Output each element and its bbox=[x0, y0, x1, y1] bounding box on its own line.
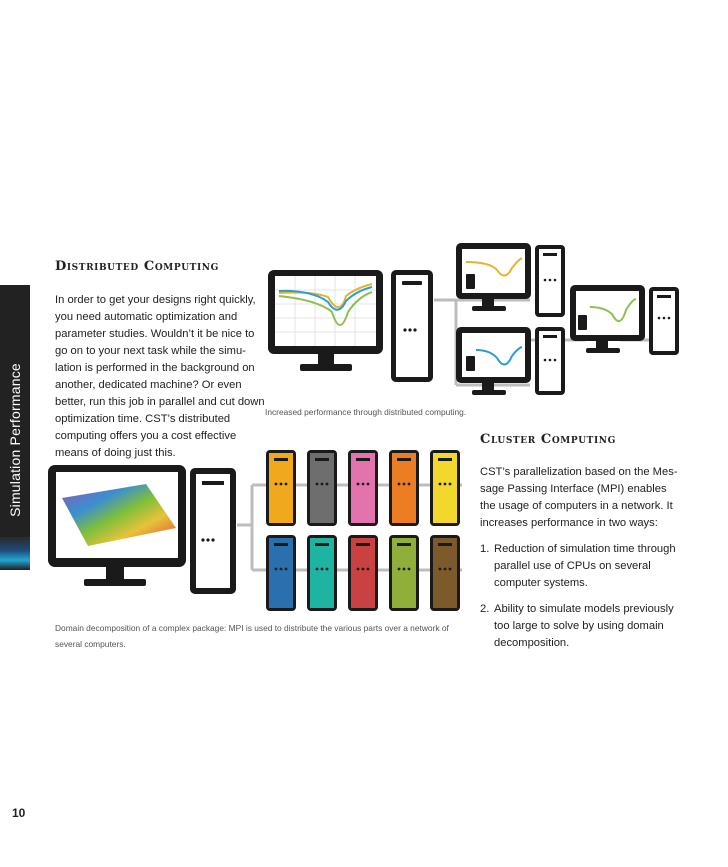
list-item-line: decomposition. bbox=[494, 637, 570, 649]
node-monitor-right bbox=[570, 285, 645, 353]
body-line: CST’s parallelization based on the Mes- bbox=[480, 466, 678, 478]
body-line: computing offers you a cost effective bbox=[55, 430, 237, 442]
node-tower-top bbox=[535, 245, 565, 317]
distributed-figure-caption: Increased performance through distribute… bbox=[265, 407, 467, 417]
node-monitor-top bbox=[456, 243, 531, 311]
cluster-tower bbox=[348, 450, 378, 526]
cluster-tower bbox=[389, 535, 419, 611]
distributed-body: In order to get your designs right quick… bbox=[55, 292, 265, 462]
distributed-heading: Distributed Computing bbox=[55, 259, 219, 274]
body-line: the usage of computers in a network. It bbox=[480, 500, 673, 512]
decomposition-tower bbox=[190, 468, 236, 594]
cluster-intro: CST’s parallelization based on the Mes- … bbox=[480, 464, 678, 532]
domain-figure-caption: Domain decomposition of a complex packag… bbox=[55, 620, 449, 652]
sidebar-tab bbox=[0, 285, 30, 570]
server-tower bbox=[391, 270, 433, 382]
node-tower-right bbox=[649, 287, 679, 355]
list-item-line: parallel use of CPUs on several bbox=[494, 560, 651, 572]
cluster-tower bbox=[307, 450, 337, 526]
cluster-tower bbox=[266, 450, 296, 526]
body-line: better, run this job in parallel and cut… bbox=[55, 396, 265, 408]
list-item: 1. Reduction of simulation time through … bbox=[480, 541, 676, 592]
node-tower-bottom bbox=[535, 327, 565, 395]
body-line: optimization time. CST’s distributed bbox=[55, 413, 231, 425]
cluster-heading: Cluster Computing bbox=[480, 432, 616, 447]
cluster-tower bbox=[348, 535, 378, 611]
body-line: another, dedicated machine? Or even bbox=[55, 379, 242, 391]
cluster-tower bbox=[266, 535, 296, 611]
decomposition-monitor bbox=[48, 465, 186, 586]
body-line: go on to your next task while the simu- bbox=[55, 345, 246, 357]
list-item-line: computer systems. bbox=[494, 577, 588, 589]
caption-line: several computers. bbox=[55, 639, 126, 649]
body-line: parameter studies. Wouldn’t it be nice t… bbox=[55, 328, 255, 340]
cluster-tower bbox=[430, 450, 460, 526]
body-line: sage Passing Interface (MPI) enables bbox=[480, 483, 667, 495]
list-item-line: Ability to simulate models previously bbox=[494, 603, 674, 615]
cluster-tower bbox=[430, 535, 460, 611]
node-monitor-bottom bbox=[456, 327, 531, 395]
body-line: means of doing just this. bbox=[55, 447, 176, 459]
list-item-line: too large to solve by using domain bbox=[494, 620, 664, 632]
page-number: 10 bbox=[12, 806, 26, 820]
cluster-tower bbox=[389, 450, 419, 526]
body-line: you need automatic optimization and bbox=[55, 311, 238, 323]
list-item-number: 1. bbox=[480, 543, 490, 555]
list-item-number: 2. bbox=[480, 603, 490, 615]
cluster-tower bbox=[307, 535, 337, 611]
caption-line: Domain decomposition of a complex packag… bbox=[55, 623, 449, 633]
cluster-towers bbox=[266, 450, 460, 611]
body-line: lation is performed in the background on bbox=[55, 362, 255, 374]
cluster-benefits-list: 1. Reduction of simulation time through … bbox=[480, 541, 676, 652]
list-item: 2. Ability to simulate models previously… bbox=[480, 601, 676, 652]
main-monitor bbox=[268, 270, 383, 371]
body-line: In order to get your designs right quick… bbox=[55, 294, 256, 306]
sidebar-thumbnail bbox=[0, 537, 30, 570]
body-line: increases performance in two ways: bbox=[480, 517, 658, 529]
list-item-line: Reduction of simulation time through bbox=[494, 543, 676, 555]
